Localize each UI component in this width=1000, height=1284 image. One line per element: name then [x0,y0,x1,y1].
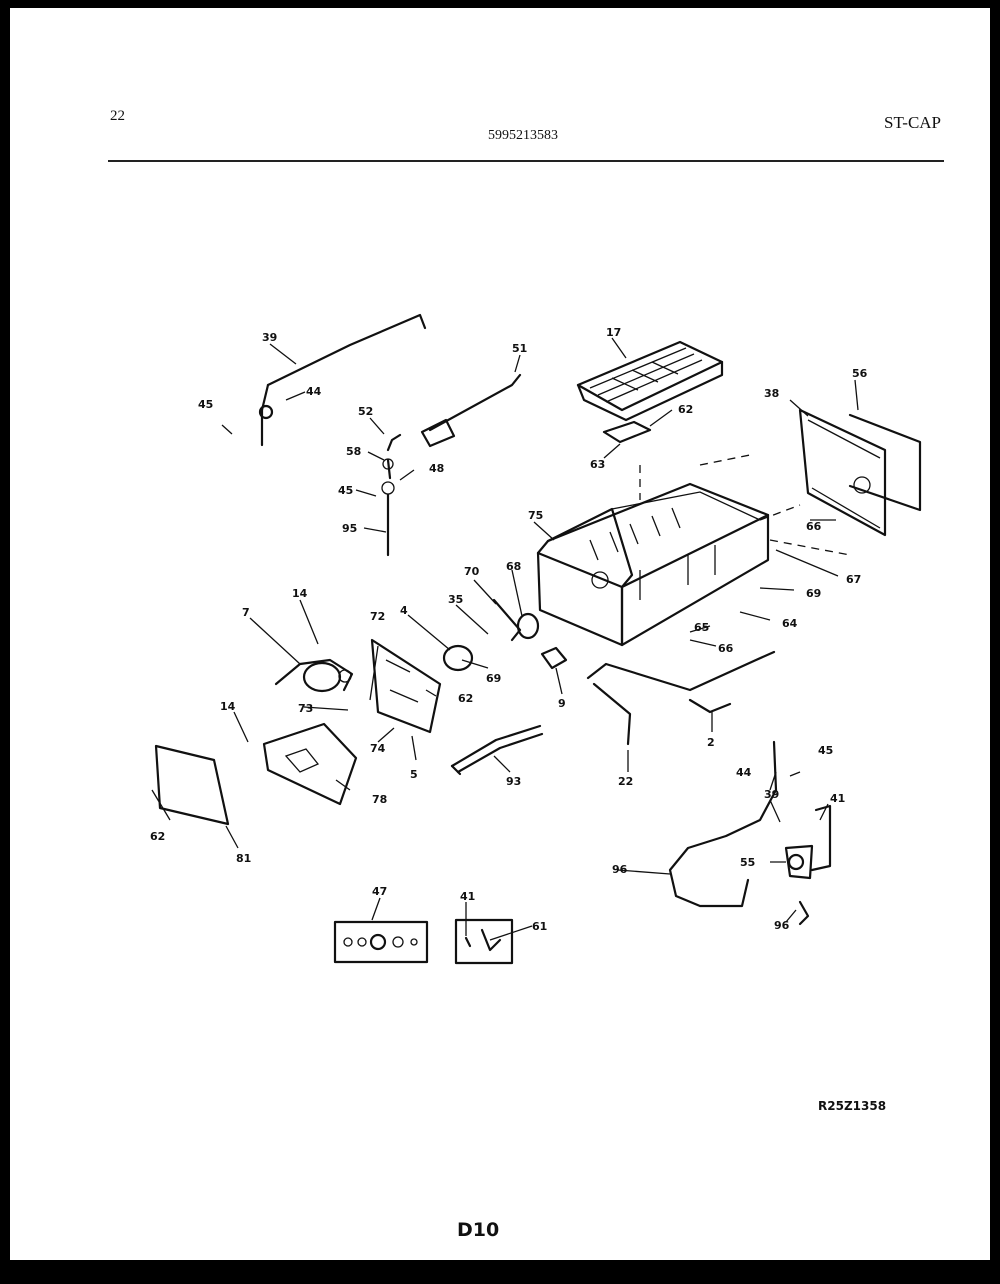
callout: 52 [358,405,373,418]
callout: 74 [370,742,386,755]
callout: 69 [806,587,821,600]
callout: 68 [506,560,521,573]
callout: 75 [528,509,543,522]
callout: 67 [846,573,861,586]
callout: 95 [342,522,357,535]
water-valve [784,844,814,880]
callout: 41 [460,890,475,903]
callout: 45 [818,744,833,757]
cam-gear [442,644,474,672]
part-card-47 [333,920,429,964]
fill-tube-rod [266,313,427,387]
callout: 63 [590,458,605,471]
callout: 38 [764,387,779,400]
mounting-plate [370,638,442,734]
callout: 58 [346,445,361,458]
leader-lines [151,337,859,941]
callout: 62 [150,830,165,843]
callout: 41 [830,792,845,805]
diagram-sheet [10,8,990,1260]
callout: 4 [400,604,408,617]
callout: 72 [370,610,385,623]
callout: 39 [764,788,779,801]
drawing-code: R25Z1358 [818,1099,887,1113]
water-tube [668,740,778,908]
control-module [262,722,358,806]
callout: 64 [782,617,798,630]
ejector-arm [428,373,522,432]
callout: 66 [718,642,734,655]
model-code: ST-CAP [884,113,942,132]
callout: 62 [458,692,473,705]
callout: 45 [338,484,353,497]
part-card-61 [454,918,514,965]
callout: 69 [486,672,501,685]
callout: 2 [707,736,715,749]
part-number: 5995213583 [488,128,558,143]
callout: 70 [464,565,480,578]
callout: 73 [298,702,313,715]
callout: 44 [736,766,752,779]
callout: 7 [242,606,250,619]
callout: 17 [606,326,621,339]
callout: 22 [618,775,633,788]
callout: 56 [852,367,868,380]
back-panels [798,408,922,537]
callout: 35 [448,593,463,606]
callout: 78 [372,793,387,806]
clip [540,646,568,670]
callout: 51 [512,342,527,355]
callout: 65 [694,621,709,634]
front-cover [154,744,230,826]
callout: 61 [532,920,547,933]
callout: 14 [292,587,308,600]
callout: 96 [612,863,628,876]
callout-labels: 39 44 45 51 52 58 48 45 95 17 62 63 38 5… [150,326,868,933]
callout: 81 [236,852,251,865]
bail-arm [586,650,776,692]
header-rule [108,160,944,162]
callout: 44 [306,385,322,398]
callout: 14 [220,700,236,713]
callout: 55 [740,856,755,869]
motor-assembly [274,658,354,693]
callout: 47 [372,885,387,898]
callout: 93 [506,775,521,788]
ice-bin [536,482,770,647]
small-bracket [602,420,652,444]
page-number: 22 [110,108,125,124]
lever [492,598,522,642]
callout: 9 [558,697,566,710]
callout: 45 [198,398,213,411]
callout: 62 [678,403,693,416]
callout: 48 [429,462,444,475]
callout: 5 [410,768,418,781]
callout: 39 [262,331,277,344]
ice-tray [576,340,724,422]
wire-harness [450,724,544,774]
callout: 96 [774,919,790,932]
shaft-assembly [386,433,402,557]
page-code: D10 [457,1219,500,1241]
callout: 66 [806,520,822,533]
